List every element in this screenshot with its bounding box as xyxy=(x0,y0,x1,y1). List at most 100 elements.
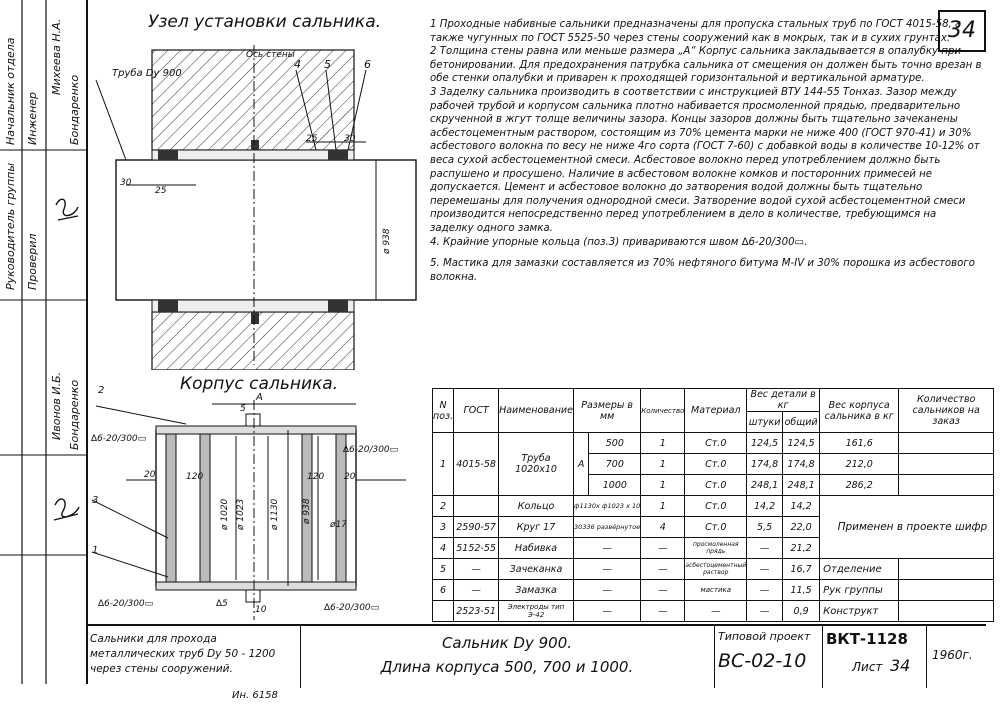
callout-1: 1 xyxy=(92,545,99,556)
cell: 1 xyxy=(640,432,686,454)
label-designer: Конструкт xyxy=(819,600,900,622)
cell: 2523-51 xyxy=(453,600,500,622)
callout-5: 5 xyxy=(324,58,331,71)
dim-120-left: 120 xyxy=(186,472,204,482)
cell: 11,5 xyxy=(781,579,821,601)
cell: 2590-57 xyxy=(453,516,500,538)
th-body-weight: Вес корпуса сальника в кг xyxy=(819,388,900,433)
title-block: Сальники для прохода металлических труб … xyxy=(86,624,986,688)
cell: 22,0 xyxy=(781,516,821,538)
cell: 174,8 xyxy=(781,453,821,475)
cell: 4015-58 xyxy=(453,432,500,496)
title-desc-line1: Сальники для прохода металлических труб … xyxy=(90,633,276,660)
dim-d1023: ø 1023 xyxy=(236,498,246,530)
cell: 124,5 xyxy=(781,432,821,454)
cell: 248,1 xyxy=(781,474,821,496)
role-checked: Проверил xyxy=(26,233,39,290)
dim-10: 10 xyxy=(255,605,267,615)
title-main-cell: Сальник Dу 900. Длина корпуса 500, 700 и… xyxy=(300,626,715,688)
dim-d1020: ø 1020 xyxy=(220,498,230,530)
cell: 16,7 xyxy=(781,558,821,580)
sheet-label: Лист xyxy=(852,660,883,674)
role-group-lead: Руководитель группы xyxy=(4,162,17,290)
cell: 700 xyxy=(588,453,642,475)
cell: — xyxy=(746,600,783,622)
year: 1960г. xyxy=(932,648,973,662)
cell: — xyxy=(640,579,686,601)
callout-3: 3 xyxy=(92,495,99,506)
cell: Замазка xyxy=(498,579,574,601)
title-desc-cell: Сальники для прохода металлических труб … xyxy=(86,626,301,688)
cell: 30336 развёрнутое xyxy=(572,516,642,538)
weld-mark-1: ∆6-20/300▭ xyxy=(91,434,147,444)
table-row: 2523-51 Электроды тип Э-42 — — — — 0,9 К… xyxy=(431,600,995,622)
th-weight: Вес детали в кг xyxy=(746,388,821,412)
th-per-piece: штуки xyxy=(746,411,783,433)
signature-column: Начальник отдела Руководитель группы Инж… xyxy=(0,0,88,684)
cell: Набивка xyxy=(498,537,574,559)
cell xyxy=(453,495,500,517)
cell xyxy=(898,579,995,601)
name-4: Бондаренко xyxy=(68,379,81,450)
cell: асбестоцементный раствор xyxy=(684,558,748,580)
project-label: Типовой проект xyxy=(718,630,811,643)
table-row: 3 2590-57 Круг 17 30336 развёрнутое 4 Ст… xyxy=(431,516,994,538)
dim-d938: ø 938 xyxy=(302,498,312,524)
cell: — xyxy=(746,537,783,559)
cell: 6 xyxy=(431,579,455,601)
dim-5: 5 xyxy=(240,404,246,414)
cell: просмоленная прядь xyxy=(684,537,748,559)
cell: 1 xyxy=(431,432,455,496)
cell: Электроды тип Э-42 xyxy=(498,600,574,622)
cell: Ст.0 xyxy=(684,516,748,538)
table-header-row: N поз. ГОСТ Наименование Размеры в мм Ко… xyxy=(431,388,995,433)
cell: — xyxy=(572,558,642,580)
cell: 161,6 xyxy=(819,432,900,454)
cell: Ст.0 xyxy=(684,474,748,496)
cell: — xyxy=(746,558,783,580)
table-row: 4 5152-55 Набивка — — просмоленная прядь… xyxy=(431,537,994,559)
cell: 5 xyxy=(431,558,455,580)
applied-in-project: Применен в проекте шифр xyxy=(819,495,995,559)
cell: А xyxy=(572,432,590,496)
table-row: 2 Кольцо ф1130x ф1023 x 10 1 Ст.0 14,2 1… xyxy=(431,495,995,559)
dim-30-right: 30 xyxy=(344,134,356,144)
year-cell: 1960г. xyxy=(926,626,986,688)
cell: Труба 1020x10 xyxy=(498,432,574,496)
cell: Ст.0 xyxy=(684,495,748,517)
th-pos: N поз. xyxy=(431,388,455,433)
cell xyxy=(898,600,995,622)
dim-20-right: 20 xyxy=(344,472,356,482)
role-engineer: Инженер xyxy=(26,91,39,145)
weld-mark-3: ∆6-20/300▭ xyxy=(98,599,154,609)
specification-table: N поз. ГОСТ Наименование Размеры в мм Ко… xyxy=(431,388,995,622)
cell: 212,0 xyxy=(819,453,900,475)
sheet-number-box: 34 xyxy=(938,10,986,52)
doc-code: ВКТ-1128 xyxy=(826,630,908,648)
th-gost: ГОСТ xyxy=(453,388,500,433)
cell: 1 xyxy=(640,453,686,475)
cell: 1000 xyxy=(588,474,642,496)
cell: 286,2 xyxy=(819,474,900,496)
weld-mark-small: ∆5 xyxy=(216,599,228,609)
cell: — xyxy=(453,558,500,580)
th-order-qty: Количество сальников на заказ xyxy=(898,388,995,433)
cell: 5152-55 xyxy=(453,537,500,559)
note-5: 5. Мастика для замазки составляется из 7… xyxy=(430,258,975,283)
cell: Ст.0 xyxy=(684,453,748,475)
cell: 2 xyxy=(431,495,455,517)
cell: 14,2 xyxy=(746,495,783,517)
dim-20-left: 20 xyxy=(144,470,156,480)
label-wall-axis: Ось стены xyxy=(246,50,295,60)
cell: Кольцо xyxy=(498,495,574,517)
note-1: 1 Проходные набивные сальники предназнач… xyxy=(430,19,962,44)
cell xyxy=(898,558,995,580)
cell: 21,2 xyxy=(781,537,821,559)
notes-block: 1 Проходные набивные сальники предназнач… xyxy=(430,18,982,284)
cell: 1 xyxy=(640,495,686,517)
cell: — xyxy=(640,600,686,622)
cell: Зачеканка xyxy=(498,558,574,580)
cell: 4 xyxy=(431,537,455,559)
inventory-number: Ин. 6158 xyxy=(232,690,278,701)
dim-120-right: 120 xyxy=(307,472,325,482)
